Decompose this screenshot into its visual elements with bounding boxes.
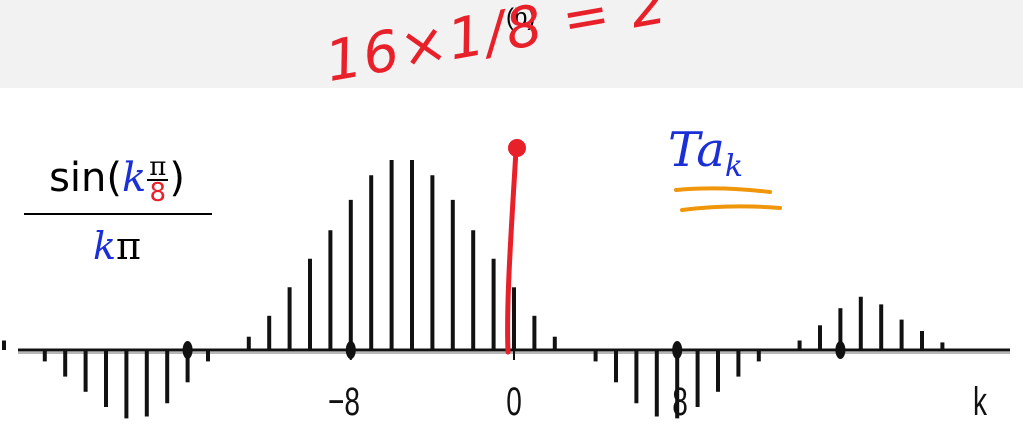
sin-text: sin( (49, 155, 122, 201)
numerator-eight: 8 (149, 178, 167, 208)
fraction-bar (24, 213, 212, 215)
denominator-pi: π (116, 224, 141, 268)
numerator-k: k (121, 155, 147, 201)
axis-label-k: k (973, 380, 987, 424)
tick-label-minus-8: −8 (328, 380, 360, 424)
red-center-stem (505, 147, 519, 355)
zero-marker-k-16 (835, 341, 846, 359)
tick-label-8: 8 (672, 380, 688, 424)
tak-sub: k (724, 149, 744, 184)
denominator-k: k (92, 224, 117, 268)
panel-label: (b) (506, 4, 536, 31)
red-peak-dot (508, 139, 526, 157)
formula-denominator: kπ (18, 222, 216, 270)
close-paren: ) (169, 155, 185, 201)
orange-underline-2 (680, 204, 782, 212)
orange-underline-1 (674, 186, 772, 194)
top-band (0, 0, 1023, 88)
zero-marker-k--16 (182, 341, 193, 359)
tick-label-0: 0 (506, 380, 522, 424)
tak-label: Tak (668, 120, 743, 197)
numerator-pi: π (147, 152, 169, 182)
tak-main: Ta (668, 122, 725, 178)
